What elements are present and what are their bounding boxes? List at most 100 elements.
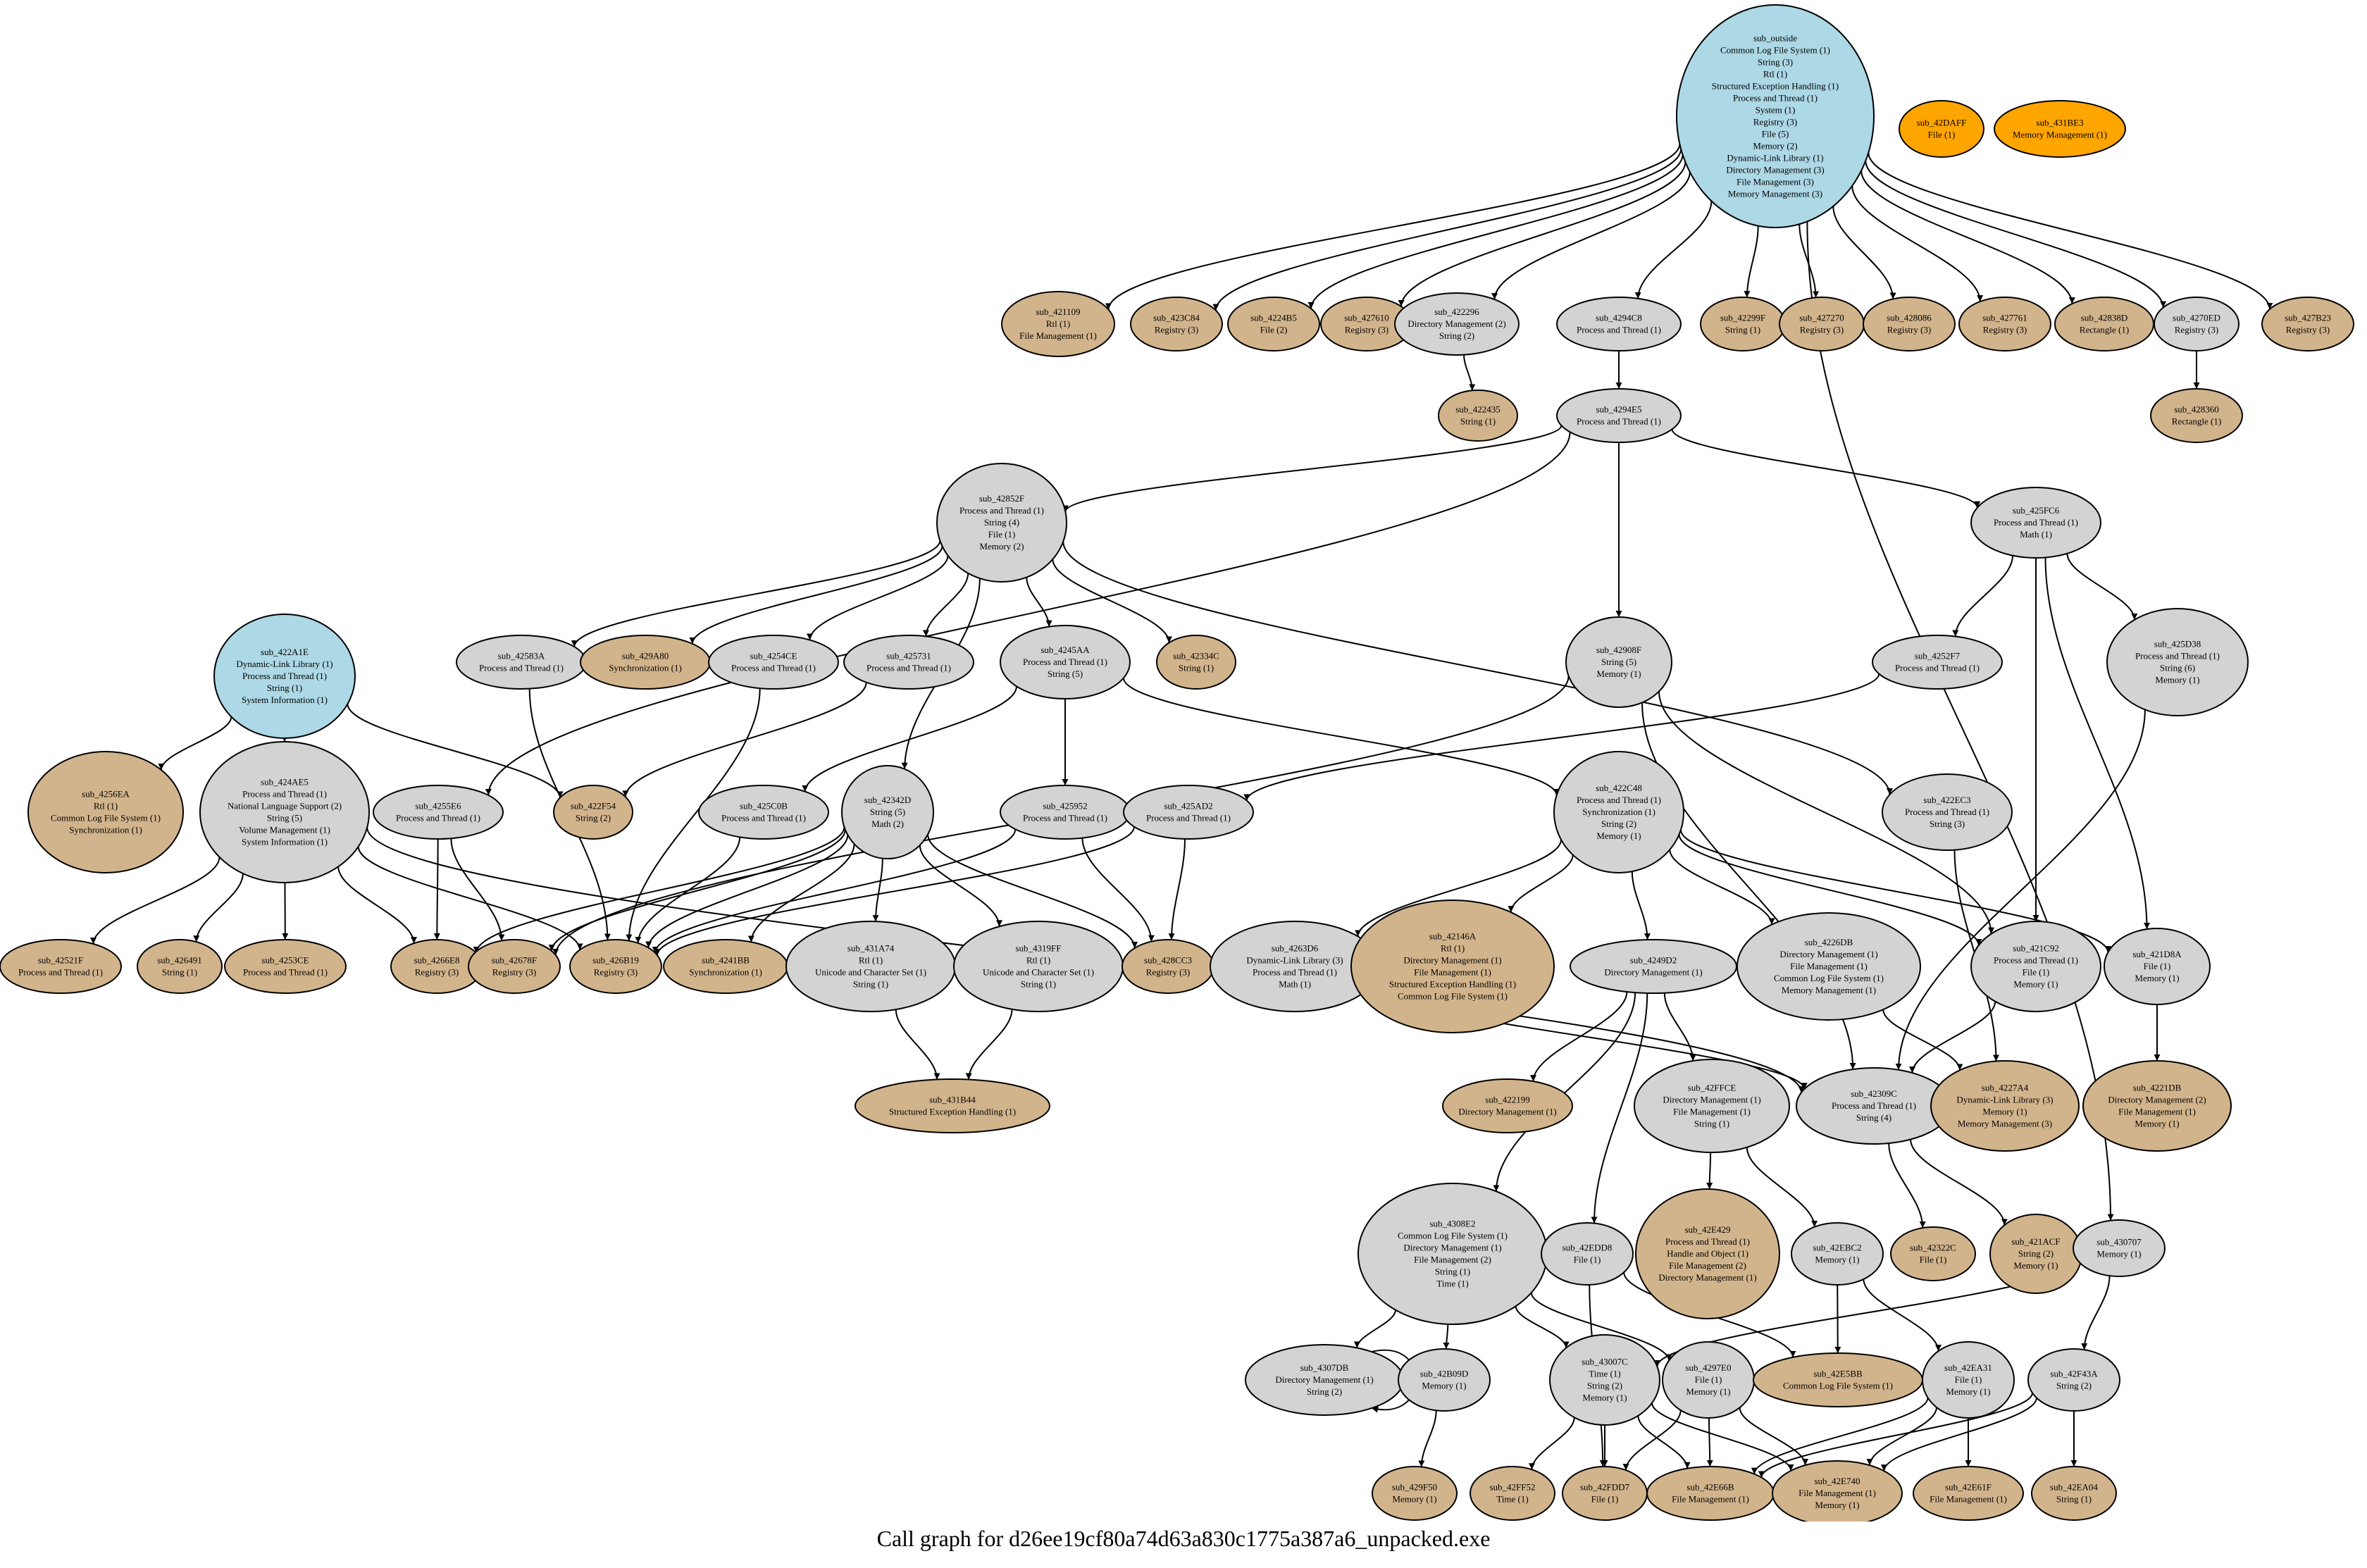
node-shape: [841, 765, 934, 859]
node-api-category: Registry (3): [415, 967, 459, 978]
node-title: sub_42EDD8: [1563, 1243, 1613, 1253]
node-api-category: Volume Management (1): [239, 825, 330, 835]
node-api-category: Directory Management (1): [1275, 1374, 1373, 1385]
call-edge: [1910, 1139, 2008, 1226]
node-shape: [1899, 100, 1984, 158]
node-api-category: Process and Thread (1): [1665, 1236, 1750, 1247]
node-api-category: Memory (1): [2013, 979, 2058, 990]
node-api-category: Process and Thread (1): [2135, 651, 2220, 661]
node-title: sub_425D38: [2154, 639, 2201, 649]
node-api-category: Memory (2): [979, 541, 1024, 552]
node-title: sub_431A74: [847, 943, 895, 954]
node-shape: [1922, 1341, 2015, 1419]
call-edge: [1463, 354, 1476, 391]
node-title: sub_423C84: [1153, 313, 1200, 323]
node-title: sub_42DAFF: [1917, 118, 1967, 128]
call-edge: [1105, 144, 1681, 310]
node-api-category: File (2): [1260, 325, 1288, 335]
node-api-category: String (1): [1460, 416, 1496, 427]
node-api-category: Unicode and Character Set (1): [815, 967, 926, 978]
call-edge: [571, 540, 941, 647]
node-api-category: Memory Management (1): [1782, 985, 1876, 995]
node-shape: [213, 614, 356, 739]
call-edge: [802, 686, 1017, 792]
call-edge: [473, 826, 845, 953]
node-api-category: File (1): [1920, 1255, 1947, 1265]
node-api-category: Process and Thread (1): [1023, 813, 1107, 823]
node-api-category: National Language Support (2): [228, 801, 342, 811]
node-api-category: Process and Thread (1): [18, 967, 103, 978]
node-shape: [2104, 928, 2211, 1005]
node-api-category: Memory (1): [1582, 1393, 1627, 1403]
call-edge: [1860, 170, 2075, 304]
call-edge: [1851, 185, 1984, 302]
node-api-category: String (2): [2018, 1248, 2054, 1259]
node-api-category: String (1): [1021, 979, 1056, 990]
node-api-category: Process and Thread (1): [1895, 663, 1980, 673]
node-api-category: Memory (1): [2135, 973, 2179, 983]
node-api-category: Registry (3): [1983, 325, 2027, 335]
node-title: sub_425952: [1043, 801, 1088, 811]
node-shape: [2082, 1060, 2232, 1152]
node-api-category: File (5): [1762, 129, 1789, 139]
node-shape: [1737, 912, 1921, 1021]
node-api-category: String (3): [1758, 57, 1793, 68]
node-api-category: Math (1): [1279, 979, 1311, 990]
call-edge: [1678, 834, 1982, 946]
node-shape: [1442, 1078, 1573, 1133]
node-shape: [27, 751, 184, 873]
node-api-category: File Management (2): [1414, 1255, 1491, 1265]
node-api-category: File Management (1): [1790, 961, 1868, 971]
node-shape: [855, 1078, 1050, 1133]
node-title: sub_421D8A: [2132, 949, 2182, 959]
node-shape: [1130, 297, 1223, 351]
call-edge: [1739, 1407, 1809, 1466]
node-title: sub_42FDD7: [1580, 1482, 1630, 1493]
call-edge: [1865, 161, 2167, 308]
node-title: sub_426491: [157, 955, 202, 966]
node-api-category: Process and Thread (1): [396, 813, 480, 823]
node-api-category: String (5): [267, 813, 302, 823]
node-api-category: Registry (3): [1753, 117, 1797, 127]
node-title: sub_427270: [1799, 313, 1844, 323]
node-api-category: Handle and Object (1): [1667, 1248, 1748, 1259]
node-title: sub_42E61F: [1945, 1482, 1992, 1493]
call-edge: [1529, 991, 1628, 1082]
node-api-category: Structured Exception Handling (1): [1389, 979, 1516, 990]
node-title: sub_42309C: [1851, 1088, 1897, 1099]
node-api-category: File Management (1): [1672, 1494, 1749, 1505]
node-api-category: Registry (3): [2175, 325, 2218, 335]
node-title: sub_42322C: [1910, 1243, 1956, 1253]
node-shape: [1958, 297, 2051, 351]
call-edge: [1062, 425, 1563, 512]
node-api-category: Common Log File System (1): [1783, 1381, 1893, 1391]
node-title: sub_42E66B: [1686, 1482, 1734, 1493]
node-api-category: String (1): [267, 683, 302, 693]
node-api-category: String (1): [1725, 325, 1760, 335]
node-api-category: Process and Thread (1): [959, 505, 1044, 516]
node-api-category: String (1): [2056, 1494, 2092, 1505]
call-edge: [1658, 691, 1994, 934]
call-edge: [1353, 1309, 1396, 1348]
node-title: sub_425FC6: [2013, 505, 2060, 516]
node-title: sub_431B44: [929, 1095, 976, 1105]
